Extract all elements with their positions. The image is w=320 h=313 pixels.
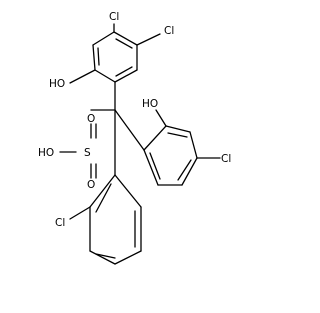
upper-ring — [92, 31, 138, 83]
bond-to-cl-right-upper — [136, 33, 161, 46]
atom-label-oxygen-top: O — [87, 113, 95, 125]
bond — [92, 44, 96, 71]
atom-label-cl-top: Cl — [109, 11, 119, 23]
molecule-structure: Cl Cl HO HO Cl HO S O O Cl — [38, 11, 231, 265]
bond — [89, 174, 116, 208]
bond — [114, 174, 142, 208]
double-bond-line — [115, 66, 133, 77]
bond — [165, 125, 191, 133]
double-bond-line — [95, 183, 112, 213]
double-bond-line — [177, 159, 192, 181]
bond — [92, 31, 115, 46]
bond — [181, 157, 198, 186]
double-bond-line — [149, 152, 161, 180]
atom-label-cl-right-ring: Cl — [221, 153, 231, 165]
double-bond-line — [115, 38, 133, 49]
bond — [189, 131, 198, 159]
bond-to-oh-right — [155, 109, 167, 127]
atom-label-oxygen-bottom: O — [87, 179, 95, 191]
atom-label-sulfonic-hydroxyl: HO — [38, 147, 54, 159]
bond — [94, 69, 116, 83]
bond — [113, 31, 138, 46]
atom-label-cl-right-upper: Cl — [164, 25, 174, 37]
bond-to-cl-bottom — [69, 206, 91, 220]
double-bond-line — [167, 132, 188, 138]
atom-label-oh-left: HO — [49, 78, 65, 90]
double-bond-line — [95, 253, 116, 259]
bond — [143, 149, 159, 186]
atom-label-cl-bottom: Cl — [55, 217, 65, 229]
bond-to-oh-left — [69, 69, 96, 84]
structure-canvas: Cl Cl HO HO Cl HO S O O Cl — [38, 11, 231, 265]
bottom-ring — [89, 174, 142, 265]
bond — [114, 250, 142, 265]
bond — [89, 250, 116, 265]
atom-label-oh-right: HO — [142, 98, 158, 110]
bond — [143, 125, 167, 151]
bond-to-right-ring — [114, 109, 145, 151]
bond — [114, 69, 138, 83]
atom-label-sulfur: S — [84, 147, 91, 159]
right-ring — [143, 125, 198, 186]
double-bond-line — [97, 47, 100, 66]
